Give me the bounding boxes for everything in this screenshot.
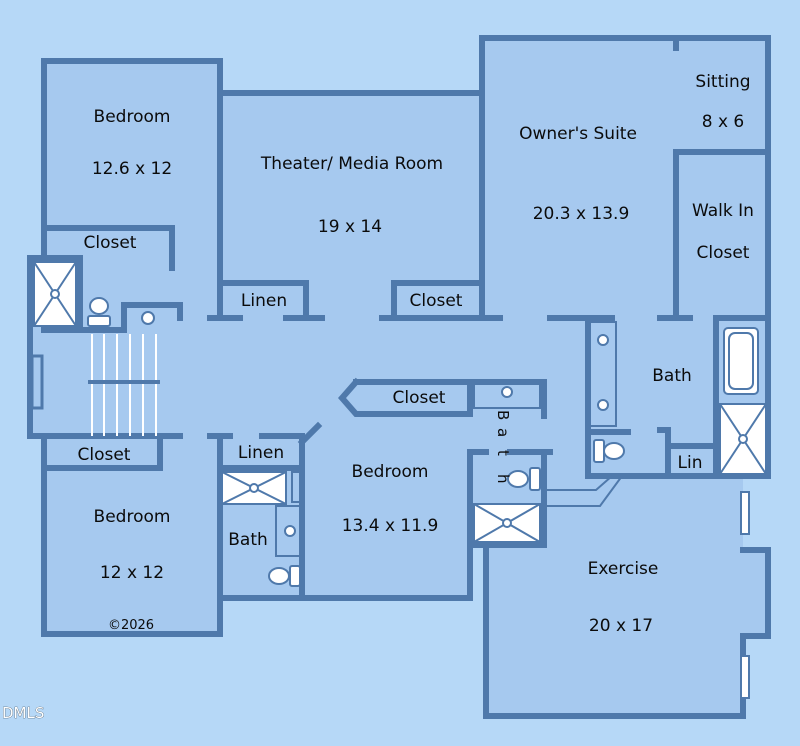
- sitting-name: Sitting: [695, 72, 750, 92]
- closet-theater: Closet: [410, 291, 463, 311]
- window-west: [30, 354, 44, 410]
- linen-bottom: Linen: [238, 443, 284, 463]
- fixtures: [33, 261, 767, 699]
- room-fills: [30, 38, 768, 716]
- bedroom-top-name: Bedroom: [94, 107, 171, 127]
- bedroom-mid-name: Bedroom: [352, 462, 429, 482]
- watermark: DMLS: [2, 704, 44, 722]
- exercise-size: 20 x 17: [589, 616, 653, 636]
- wall-linen-theater: [217, 280, 309, 321]
- wall-lin: [657, 427, 671, 479]
- bath-vertical-h: h: [494, 474, 512, 484]
- closet-top-left: Closet: [84, 233, 137, 253]
- pipe-lines: [546, 475, 623, 507]
- labels: Bedroom 12.6 x 12 Theater/ Media Room 19…: [2, 72, 754, 722]
- bath-vertical-b: B: [494, 410, 512, 420]
- bath-vertical-t: t: [494, 450, 512, 456]
- bedroom-bottom-size: 12 x 12: [100, 563, 164, 583]
- exterior-wall-west: [27, 255, 47, 439]
- exterior-wall-south: [41, 433, 473, 637]
- main-floor-area: [30, 38, 768, 716]
- wall-closet-theater: [391, 280, 485, 321]
- closet-bottom-left: Closet: [78, 445, 131, 465]
- walls: [27, 35, 771, 719]
- bedroom-top-size: 12.6 x 12: [92, 159, 172, 179]
- exercise-name: Exercise: [588, 559, 659, 579]
- stairs: [88, 334, 160, 436]
- theater-size: 19 x 14: [318, 217, 382, 237]
- wall-closet-mid-angle: [338, 377, 373, 417]
- wall-closet-mid-top: [353, 379, 547, 419]
- bedroom-mid-size: 13.4 x 11.9: [342, 516, 439, 536]
- owners-suite-name: Owner's Suite: [519, 124, 637, 144]
- bath-small: Bath: [228, 530, 268, 550]
- linen-theater: Linen: [241, 291, 287, 311]
- bedroom-bottom-name: Bedroom: [94, 507, 171, 527]
- lin-label: Lin: [678, 453, 703, 473]
- bath-owner: Bath: [652, 366, 692, 386]
- copyright: ©2026: [108, 618, 154, 633]
- closet-mid: Closet: [393, 388, 446, 408]
- sitting-size: 8 x 6: [702, 112, 745, 132]
- theater-name: Theater/ Media Room: [260, 154, 443, 174]
- wall-closet-top-left: [41, 225, 175, 271]
- walk-in-line1: Walk In: [692, 201, 754, 221]
- walk-in-line2: Closet: [697, 243, 750, 263]
- owners-suite-size: 20.3 x 13.9: [533, 204, 630, 224]
- bath-vertical-a: a: [494, 428, 512, 437]
- bath-vertical-label: B a t h: [494, 410, 512, 484]
- wall-vanity: [121, 302, 183, 333]
